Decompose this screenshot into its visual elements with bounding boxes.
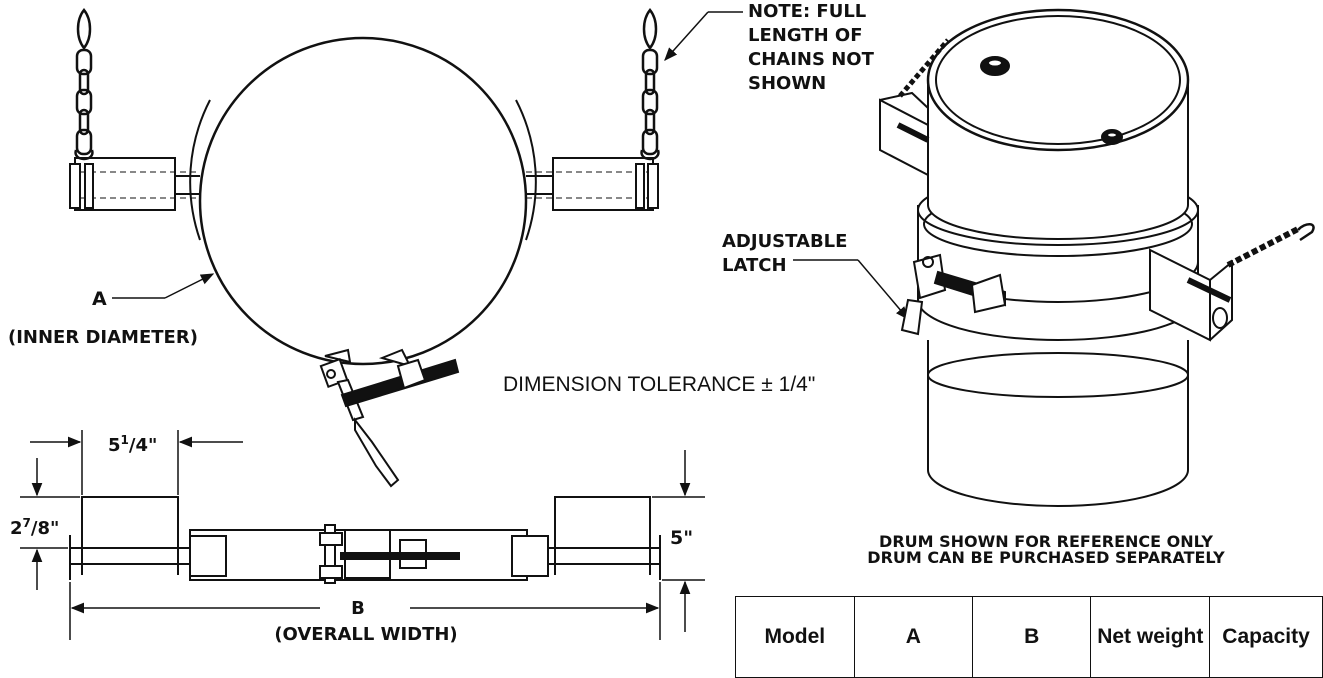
left-bracket [69,157,200,211]
col-net-weight: Net weight [1090,596,1211,678]
dim-a-caption: (INNER DIAMETER) [8,327,198,348]
latch-note-line: LATCH [722,255,787,276]
dim-b-caption: (OVERALL WIDTH) [274,624,457,645]
drum-reference-line: DRUM CAN BE PURCHASED SEPARATELY [867,548,1225,567]
latch-note: ADJUSTABLE LATCH [722,231,847,276]
latch-mechanism [319,348,460,488]
latch-note-line: ADJUSTABLE [722,231,847,252]
drum-reference-note: DRUM SHOWN FOR REFERENCE ONLY DRUM CAN B… [867,532,1225,567]
dim-depth: 5" [670,527,693,549]
dim-height: 27/8" [10,516,59,539]
dim-b-letter: B [351,598,365,619]
band-arc-left [189,99,211,241]
dim-a-letter: A [92,288,107,310]
dimension-lines [20,11,909,640]
left-chain [74,7,94,161]
drum-reference-line: DRUM SHOWN FOR REFERENCE ONLY [879,532,1213,551]
col-a: A [853,596,974,678]
col-b: B [972,596,1092,678]
top-view [69,7,660,488]
col-capacity: Capacity [1209,596,1323,678]
right-chain [640,7,660,161]
col-model: Model [735,596,855,678]
chain-note-line: CHAINS NOT [748,49,875,70]
iso-latch [900,253,1007,336]
spec-table-header-row: Model A B Net weight Capacity [735,596,1323,678]
spec-table: Model A B Net weight Capacity [735,596,1323,678]
tolerance-note: DIMENSION TOLERANCE ± 1/4" [503,373,815,396]
chain-note: NOTE: FULL LENGTH OF CHAINS NOT SHOWN [748,1,875,94]
front-view [69,496,661,584]
dim-width: 51/4" [108,433,157,456]
drum-ring [198,36,528,366]
chain-note-line: SHOWN [748,73,826,94]
right-bracket [526,157,659,211]
iso-right-chain [1226,225,1302,268]
engineering-drawing: NOTE: FULL LENGTH OF CHAINS NOT SHOWN AD… [8,1,1315,645]
drum-lid [926,8,1190,152]
chain-note-line: LENGTH OF [748,25,863,46]
latch-front [319,524,460,584]
chain-note-line: NOTE: FULL [748,1,866,22]
band-arc-right [515,99,537,241]
isometric-drum [879,8,1315,507]
